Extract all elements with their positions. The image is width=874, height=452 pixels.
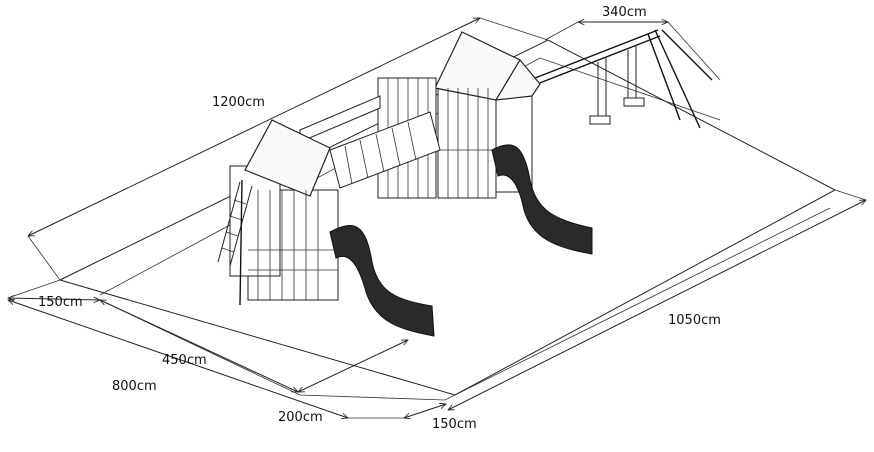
dimension-labels: 1200cm 340cm 1050cm 150cm 450cm 800cm 20… — [38, 5, 721, 432]
dim-line-1050 — [448, 200, 866, 410]
label-150-bottom: 150cm — [432, 417, 477, 432]
dim-line-800 — [8, 300, 348, 418]
right-slide — [491, 144, 593, 255]
label-450: 450cm — [162, 353, 207, 368]
slides — [329, 144, 593, 337]
label-1200: 1200cm — [212, 95, 265, 110]
label-200: 200cm — [278, 410, 323, 425]
label-340: 340cm — [602, 5, 647, 20]
label-800: 800cm — [112, 379, 157, 394]
dimension-lines — [8, 17, 866, 418]
dim-line-150-bottom — [404, 404, 446, 418]
label-1050: 1050cm — [668, 313, 721, 328]
dim-line-200 — [298, 339, 408, 393]
dim-line-1200 — [28, 17, 480, 237]
play-structure — [217, 31, 541, 306]
left-slide — [329, 225, 435, 337]
swing-frame — [529, 29, 713, 129]
label-150-left: 150cm — [38, 295, 83, 310]
